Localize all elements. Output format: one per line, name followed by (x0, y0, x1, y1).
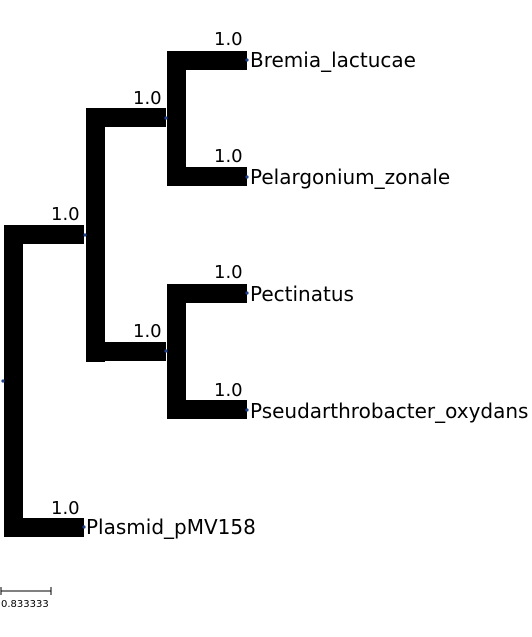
clade-b-vertical (167, 284, 186, 419)
pectinatus-node-dot (245, 291, 249, 295)
scale-bar: 0.833333 (0, 587, 52, 610)
edge-root-to-clade-ab (4, 225, 84, 244)
clade-a-vertical (167, 51, 186, 186)
edge-root-to-plasmid (4, 518, 84, 537)
support-clade-a: 1.0 (133, 88, 162, 109)
leaf-label-pectinatus: Pectinatus (250, 282, 354, 306)
edge-clade-a-to-bremia (167, 51, 247, 70)
edge-clade-b-to-pectinatus (167, 284, 247, 303)
scale-bar-label: 0.833333 (1, 599, 49, 610)
support-bremia: 1.0 (214, 29, 243, 50)
edge-clade-b-to-pseudarthrobacter (167, 400, 247, 419)
root-node-dot (1, 379, 5, 383)
clade-b-node-dot (164, 349, 168, 353)
bremia-node-dot (245, 58, 249, 62)
clade-ab-vertical (86, 108, 105, 362)
support-pseudarthrobacter: 1.0 (214, 380, 243, 401)
support-pectinatus: 1.0 (214, 262, 243, 283)
leaf-label-plasmid: Plasmid_pMV158 (86, 515, 256, 539)
support-clade-b: 1.0 (133, 321, 162, 342)
edge-clade-a-to-pelargonium (167, 167, 247, 186)
edge-clade-ab-to-clade-b (86, 342, 166, 361)
root-vertical (4, 225, 23, 537)
plasmid-node-dot (82, 525, 86, 529)
support-plasmid: 1.0 (51, 498, 80, 519)
tree-edges (4, 51, 247, 537)
support-clade-ab: 1.0 (51, 204, 80, 225)
leaf-label-pseudarthrobacter: Pseudarthrobacter_oxydans (250, 399, 528, 423)
support-pelargonium: 1.0 (214, 146, 243, 167)
tree-node-dots (1, 58, 249, 529)
pseudarthrobacter-node-dot (245, 408, 249, 412)
clade-a-node-dot (164, 116, 168, 120)
pelargonium-node-dot (245, 175, 249, 179)
edge-clade-ab-to-clade-a (86, 108, 166, 127)
leaf-label-bremia: Bremia_lactucae (250, 48, 416, 72)
clade-ab-node-dot (83, 233, 87, 237)
leaf-label-pelargonium: Pelargonium_zonale (250, 165, 450, 189)
